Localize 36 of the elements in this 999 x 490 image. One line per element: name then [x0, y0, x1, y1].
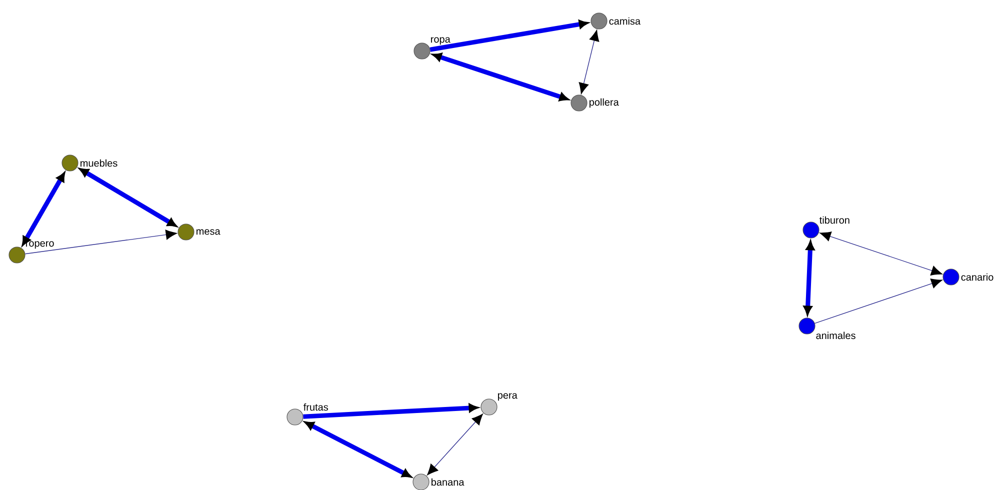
- graph-node: camisa: [590, 12, 641, 30]
- node-label: mesa: [196, 229, 220, 235]
- arrow: [432, 52, 568, 102]
- arrow: [80, 168, 176, 227]
- arrow: [304, 422, 412, 478]
- node-label: ropero: [26, 241, 54, 249]
- node-label: pera: [498, 393, 518, 401]
- node-label: ropa: [431, 37, 450, 45]
- graph-node: muebles: [62, 154, 118, 172]
- graph-node: banana: [412, 474, 464, 490]
- node-label: frutas: [304, 403, 328, 411]
- graph-node: animales: [798, 318, 856, 340]
- graph-node: ropa: [414, 37, 450, 60]
- arrow: [578, 30, 600, 94]
- node-label: banana: [432, 478, 464, 486]
- graph-node: ropero: [8, 241, 54, 264]
- node-label: camisa: [609, 17, 641, 25]
- arrow: [430, 20, 588, 52]
- arrow: [804, 241, 814, 315]
- graph-node: pollera: [570, 94, 619, 112]
- node-label: pollera: [590, 98, 619, 108]
- graph-node: canario: [942, 268, 994, 286]
- graph-node: frutas: [286, 403, 328, 426]
- arrow: [303, 404, 478, 419]
- graph-node: tiburon: [802, 216, 850, 238]
- node-label: muebles: [80, 159, 118, 167]
- arrow: [427, 414, 483, 476]
- node-label: animales: [816, 332, 856, 340]
- arrow: [22, 172, 65, 246]
- graph-node: mesa: [178, 224, 220, 240]
- node-label: tiburon: [820, 216, 850, 224]
- arrow: [814, 278, 942, 324]
- graph-node: pera: [480, 393, 518, 416]
- arrow: [820, 232, 942, 276]
- node-label: canario: [961, 273, 994, 281]
- arrow: [24, 230, 177, 254]
